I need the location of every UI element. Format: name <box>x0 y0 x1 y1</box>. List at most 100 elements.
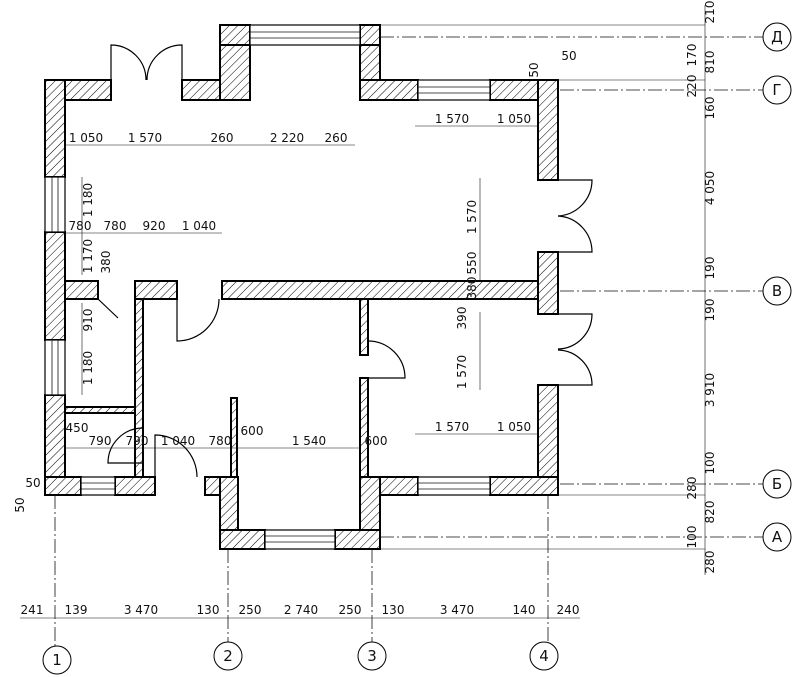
dim-bottom-7: 250 <box>339 603 362 617</box>
axis-label-B: Б <box>772 475 782 493</box>
window-south-left <box>80 476 116 496</box>
door-east-1 <box>557 179 593 253</box>
door-interior-closet <box>97 281 119 319</box>
wall-south-1 <box>44 476 82 496</box>
dim-left-v-2: 1 170 <box>81 239 95 273</box>
dim-left-v-5: 1 180 <box>81 351 95 385</box>
door-interior-mid <box>367 340 406 379</box>
dim-bottom-9: 3 470 <box>440 603 474 617</box>
dimension-texts: 241 139 3 470 130 250 2 740 250 130 3 47… <box>13 1 717 617</box>
wall-south-5 <box>489 476 559 496</box>
dim-top-left-1: 1 050 <box>69 131 103 145</box>
window-west-1 <box>44 176 66 233</box>
axis-bubble-D <box>762 22 792 52</box>
dim-small-1: 50 <box>561 49 576 63</box>
dim-bottom-10: 140 <box>513 603 536 617</box>
dim-bottom-right-1: 1 570 <box>435 420 469 434</box>
dim-bottom-row-6: 600 <box>241 424 264 438</box>
axis-bubble-G <box>762 75 792 105</box>
window-south-right <box>417 476 491 496</box>
dim-right-3: 810 <box>703 51 717 74</box>
dim-bottom-2: 139 <box>65 603 88 617</box>
axis-markers: 1 2 3 4 Д Г В Б А <box>42 22 792 675</box>
dim-mid-4: 1 040 <box>182 219 216 233</box>
door-interior-partition <box>176 298 220 342</box>
dim-right-v-2: 550 <box>465 252 479 275</box>
dim-right-1: 210 <box>703 1 717 24</box>
axis-label-V: В <box>772 282 782 300</box>
dim-right-v-4: 390 <box>455 307 469 330</box>
window-west-2 <box>44 339 66 396</box>
wall-south-2 <box>114 476 156 496</box>
window-north-projection <box>249 24 361 46</box>
dim-left-v-3: 380 <box>99 251 113 274</box>
dim-top-left-3: 260 <box>211 131 234 145</box>
dim-bottom-row-5: 780 <box>209 434 232 448</box>
axis-label-1: 1 <box>52 651 62 669</box>
dim-right-v-5: 1 570 <box>455 355 469 389</box>
axis-label-A: А <box>772 528 783 546</box>
windows <box>44 24 491 550</box>
axis-bubble-2 <box>213 641 243 671</box>
dim-bottom-11: 240 <box>557 603 580 617</box>
dim-right-10: 100 <box>703 452 717 475</box>
axis-label-2: 2 <box>223 647 233 665</box>
door-interior-wc <box>107 427 144 464</box>
door-north-double <box>110 44 183 81</box>
dim-bottom-row-8: 600 <box>365 434 388 448</box>
dim-right-5: 160 <box>703 97 717 120</box>
dim-bottom-6: 2 740 <box>284 603 318 617</box>
axis-label-G: Г <box>772 81 781 99</box>
dim-bottom-4: 130 <box>197 603 220 617</box>
door-south-entry <box>154 434 198 478</box>
wall-partition-1 <box>64 280 99 300</box>
doors <box>97 44 593 478</box>
wall-interior-mid-b <box>359 377 369 478</box>
dim-right-6: 4 050 <box>703 171 717 205</box>
wall-interior-mid <box>359 298 369 356</box>
axis-label-D: Д <box>771 28 783 46</box>
dim-bottom-row-1: 450 <box>66 421 89 435</box>
dim-left-v-1: 1 180 <box>81 183 95 217</box>
axis-bubble-V <box>762 276 792 306</box>
dim-small-4: 50 <box>13 497 27 512</box>
dim-bottom-row-3: 790 <box>126 434 149 448</box>
dim-right-4: 220 <box>685 75 699 98</box>
dim-right-v-3: 380 <box>465 277 479 300</box>
dim-bottom-1: 241 <box>21 603 44 617</box>
dim-mid-1: 780 <box>69 219 92 233</box>
wall-interior-closet <box>134 298 144 478</box>
axis-bubble-A <box>762 522 792 552</box>
dim-right-14: 280 <box>703 551 717 574</box>
dim-right-2: 170 <box>685 44 699 67</box>
axis-bubble-1 <box>42 645 72 675</box>
dim-top-left-2: 1 570 <box>128 131 162 145</box>
wall-west-2 <box>44 231 66 341</box>
dim-small-3: 50 <box>25 476 40 490</box>
wall-projection-north-top-left <box>219 24 251 46</box>
axis-bubble-3 <box>357 641 387 671</box>
walls <box>44 24 559 550</box>
dim-bottom-row-4: 1 040 <box>161 434 195 448</box>
wall-projection-north-top-right <box>359 24 381 46</box>
dim-bottom-8: 130 <box>382 603 405 617</box>
dim-top-left-5: 260 <box>325 131 348 145</box>
dim-mid-2: 780 <box>104 219 127 233</box>
axis-bubble-4 <box>529 641 559 671</box>
wall-interior-cross <box>64 406 136 414</box>
window-north-right <box>417 79 491 101</box>
axis-lines <box>54 36 765 650</box>
dim-right-v-1: 1 570 <box>465 200 479 234</box>
wall-partition-3 <box>221 280 539 300</box>
dim-right-9: 3 910 <box>703 373 717 407</box>
dimension-lines <box>20 5 706 619</box>
wall-east-1 <box>537 79 559 181</box>
dim-bottom-row-7: 1 540 <box>292 434 326 448</box>
dim-top-left-4: 2 220 <box>270 131 304 145</box>
wall-partition-2 <box>134 280 178 300</box>
axis-label-4: 4 <box>539 647 549 665</box>
axis-bubble-B <box>762 469 792 499</box>
wall-west-1 <box>44 79 66 178</box>
dim-right-11: 280 <box>685 477 699 500</box>
dim-right-7: 190 <box>703 257 717 280</box>
